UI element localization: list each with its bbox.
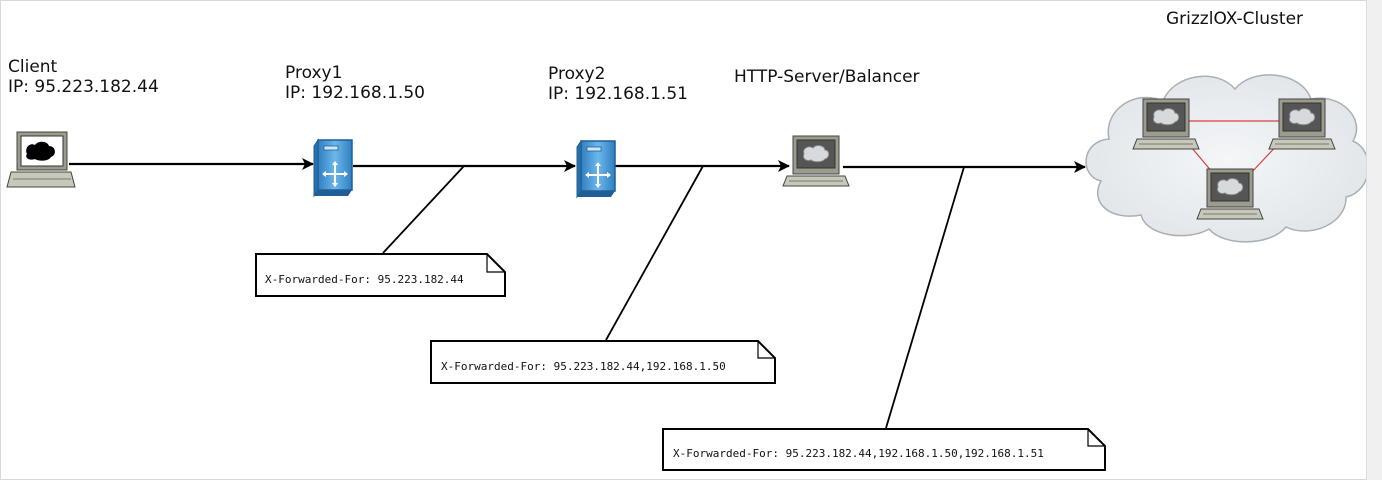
workstation-icon [782,135,850,187]
client-ip: IP: 95.223.182.44 [8,77,159,98]
workstation-icon [1132,98,1200,150]
cluster-label: GrizzlOX-Cluster [1166,9,1304,29]
proxy-server-icon [576,140,616,198]
workstation-icon [1196,168,1264,220]
note-1-text: X-Forwarded-For: 95.223.182.44 [265,273,464,286]
proxy2-label: Proxy2 IP: 192.168.1.51 [548,64,688,105]
client-name: Client [8,57,58,77]
note-connector-2 [605,165,704,341]
note-2: X-Forwarded-For: 95.223.182.44,192.168.1… [430,340,776,384]
proxy1-label: Proxy1 IP: 192.168.1.50 [285,63,425,104]
diagram-svg: X-Forwarded-For: 95.223.182.44 X-Forward… [6,74,1369,471]
vertical-scrollbar[interactable] [1366,0,1382,480]
client-label: Client IP: 95.223.182.44 [8,57,159,98]
proxy1-name: Proxy1 [285,63,343,83]
server-label: HTTP-Server/Balancer [734,67,920,87]
proxy-server-icon [313,139,353,197]
proxy2-ip: IP: 192.168.1.51 [548,84,688,105]
laptop-icon [6,131,76,188]
note-2-text: X-Forwarded-For: 95.223.182.44,192.168.1… [441,360,726,373]
note-3: X-Forwarded-For: 95.223.182.44,192.168.1… [662,428,1106,471]
workstation-icon [1268,98,1336,150]
note-1: X-Forwarded-For: 95.223.182.44 [255,253,506,297]
note-connector-1 [382,165,465,254]
note-3-text: X-Forwarded-For: 95.223.182.44,192.168.1… [673,447,1044,460]
proxy1-ip: IP: 192.168.1.50 [285,83,425,104]
proxy2-name: Proxy2 [548,64,606,84]
note-connector-3 [885,166,965,429]
